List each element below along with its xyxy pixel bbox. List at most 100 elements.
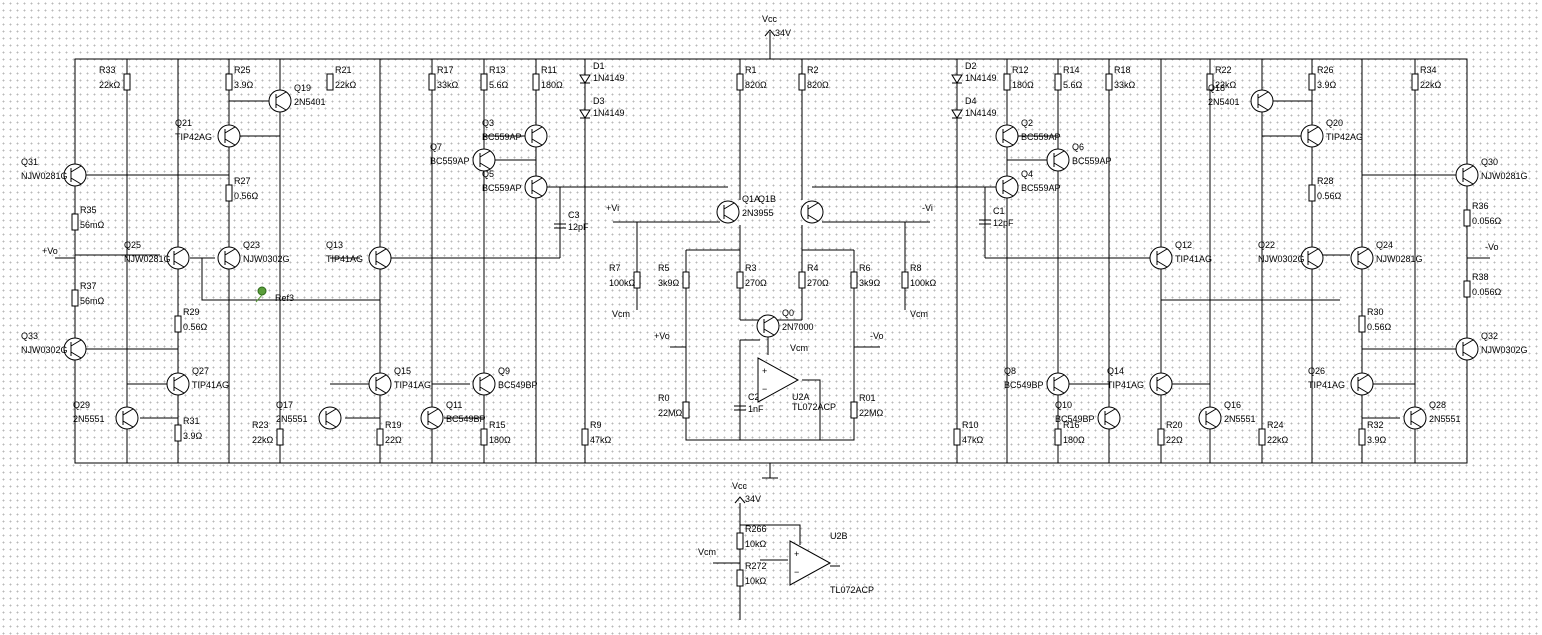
- neg-output-port-2[interactable]: -Vo: [870, 331, 884, 341]
- diode-ref: D4: [965, 96, 977, 106]
- neg-input-port[interactable]: -Vi: [922, 203, 933, 213]
- vcm-port-opamp[interactable]: Vcm: [790, 343, 808, 353]
- vcm-port-splitter[interactable]: Vcm: [698, 547, 716, 557]
- vcm-port-left[interactable]: Vcm: [612, 309, 630, 319]
- neg-output-port[interactable]: -Vo: [1485, 242, 1499, 252]
- transistor-q1b[interactable]: Q1B: [758, 194, 824, 224]
- vcm-port-right[interactable]: Vcm: [910, 309, 928, 319]
- pos-output-port[interactable]: +Vo: [42, 246, 58, 256]
- opamp-ref: U2B: [830, 531, 848, 541]
- probe-ref3[interactable]: Ref3: [255, 286, 294, 303]
- resistor-ref: R13: [489, 65, 506, 75]
- pos-output-port-2[interactable]: +Vo: [654, 331, 670, 341]
- pos-input-port[interactable]: +Vi: [606, 203, 619, 213]
